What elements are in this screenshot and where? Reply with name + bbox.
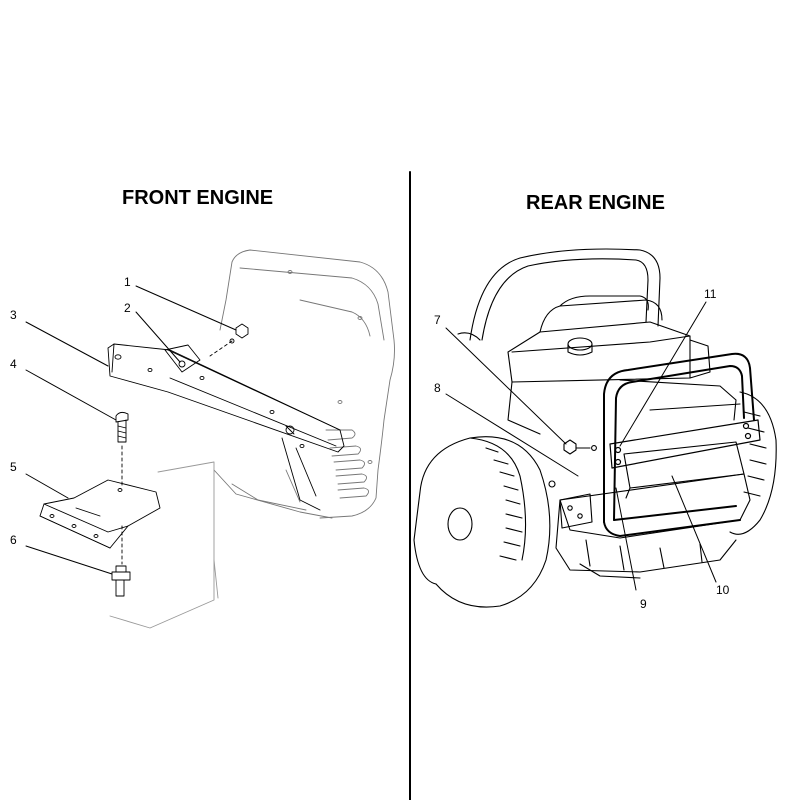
right-wheel: [729, 391, 777, 535]
front-engine-title: FRONT ENGINE: [122, 187, 274, 209]
callout-6: 6: [10, 533, 17, 547]
carriage-bolt: [115, 411, 129, 487]
engine-shroud-outline: [213, 249, 395, 519]
small-nut: [563, 439, 597, 455]
guard-panel: [623, 441, 745, 499]
callout-4: 4: [10, 357, 17, 371]
rear-leaders: [445, 301, 717, 591]
callout-8: 8: [434, 381, 441, 395]
side-plate: [548, 480, 593, 529]
rear-engine-drawing: [413, 248, 777, 608]
callout-10: 10: [716, 583, 730, 597]
callout-3: 3: [10, 308, 17, 322]
angle-bracket: [39, 479, 161, 549]
rear-engine-title: REAR ENGINE: [526, 192, 665, 214]
callout-9: 9: [640, 597, 647, 611]
bumper-tube: [603, 352, 755, 537]
callout-7: 7: [434, 313, 441, 327]
cross-bracket: [609, 419, 761, 469]
left-wheel: [413, 436, 551, 608]
callout-11: 11: [704, 287, 717, 301]
chassis: [555, 473, 751, 579]
front-leaders: [25, 285, 237, 575]
upper-bracket: [164, 344, 295, 435]
flange-bolt: [111, 525, 131, 597]
hex-nut: [209, 323, 249, 357]
callout-1: 1: [124, 275, 131, 289]
seat: [457, 248, 661, 341]
mounting-bar: [107, 343, 345, 511]
front-engine-drawing: [25, 249, 395, 629]
callout-2: 2: [124, 301, 131, 315]
engine-block: [507, 295, 741, 435]
callout-5: 5: [10, 460, 17, 474]
frame-outline: [109, 461, 219, 629]
